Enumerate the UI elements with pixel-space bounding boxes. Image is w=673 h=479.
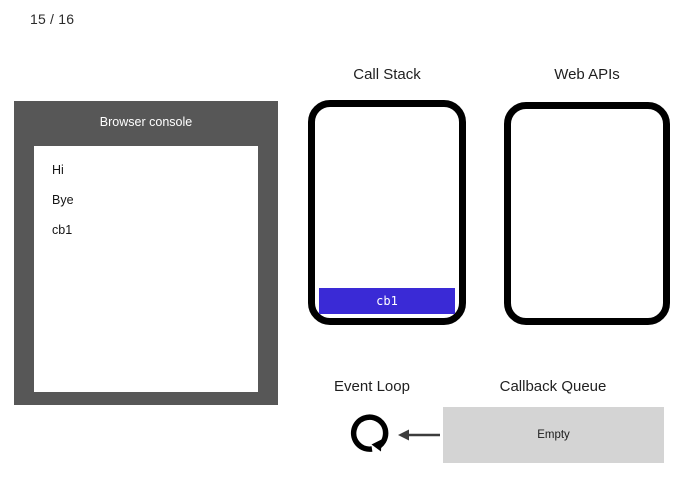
browser-console-panel: Browser console Hi Bye cb1 [14, 101, 278, 405]
callback-queue-box: Empty [443, 407, 664, 463]
callback-queue-status: Empty [537, 429, 570, 441]
circular-arrow-icon [350, 414, 389, 452]
slide-counter: 15 / 16 [30, 11, 75, 27]
console-line: cb1 [52, 223, 73, 237]
web-apis-heading: Web APIs [554, 66, 620, 83]
call-stack-box: cb1 [308, 100, 466, 325]
callback-queue-heading: Callback Queue [499, 378, 607, 395]
call-stack-heading: Call Stack [353, 66, 421, 83]
call-stack-frame: cb1 [319, 288, 455, 314]
console-line: Hi [52, 163, 64, 177]
web-apis-box [504, 102, 670, 325]
event-loop-heading: Event Loop [334, 378, 410, 395]
call-stack-frame-list: cb1 [315, 288, 459, 318]
browser-console-output: Hi Bye cb1 [34, 146, 258, 392]
browser-console-title: Browser console [99, 115, 193, 129]
console-line: Bye [52, 193, 74, 207]
arrow-left-icon [398, 429, 440, 441]
